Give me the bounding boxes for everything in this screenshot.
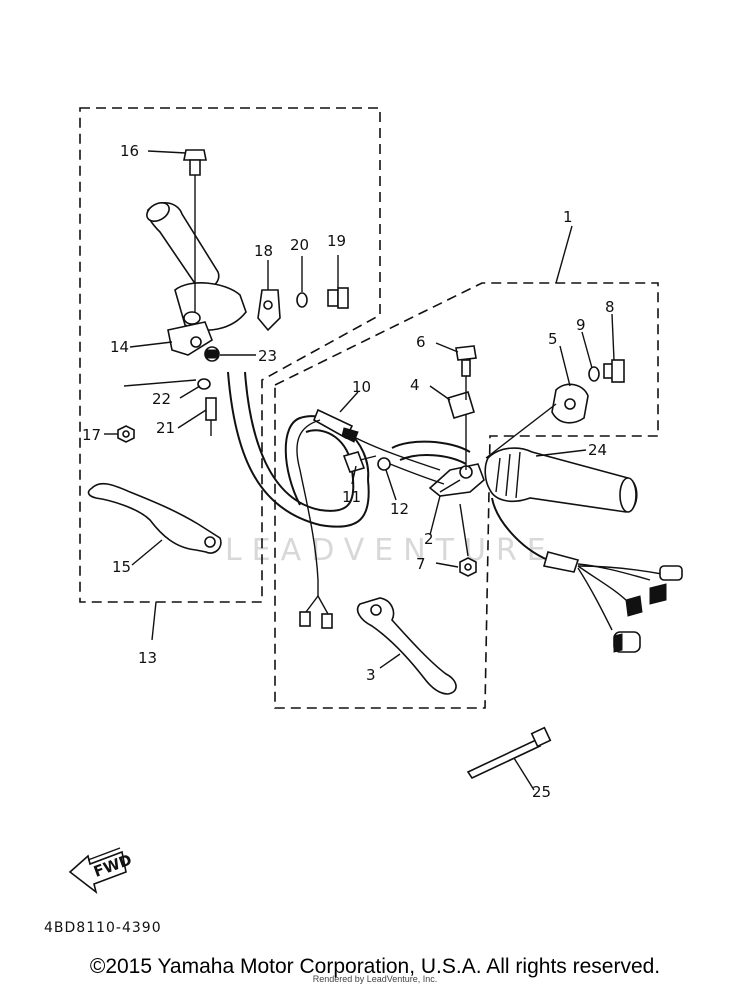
callout-13: 13 bbox=[138, 649, 157, 667]
callout-20: 20 bbox=[290, 236, 309, 254]
lever-3 bbox=[356, 597, 457, 695]
callout-23: 23 bbox=[258, 347, 277, 365]
callout-7: 7 bbox=[416, 555, 426, 573]
holder-18 bbox=[257, 289, 281, 332]
callout-10: 10 bbox=[352, 378, 371, 396]
fwd-arrow-icon: FWD bbox=[68, 847, 134, 895]
copyright-notice: ©2015 Yamaha Motor Corporation, U.S.A. A… bbox=[89, 955, 661, 978]
holder-5 bbox=[485, 383, 589, 459]
rendered-by-credit: Rendered by LeadVenture, Inc. bbox=[312, 974, 438, 984]
watermark-text: LEADVENTURE bbox=[225, 533, 556, 568]
lever-bracket bbox=[167, 282, 247, 356]
washer-9 bbox=[588, 366, 600, 382]
callout-6: 6 bbox=[416, 333, 426, 351]
callout-25: 25 bbox=[532, 783, 551, 801]
callout-3: 3 bbox=[366, 666, 376, 684]
callout-24: 24 bbox=[588, 441, 607, 459]
callout-11: 11 bbox=[342, 488, 361, 506]
callout-19: 19 bbox=[327, 232, 346, 250]
nut-7 bbox=[459, 503, 477, 577]
callout-16: 16 bbox=[120, 142, 139, 160]
callout-1: 1 bbox=[563, 208, 573, 226]
left-grip bbox=[146, 202, 220, 290]
bracket-link bbox=[389, 463, 445, 485]
callout-4: 4 bbox=[410, 376, 420, 394]
nut-17 bbox=[117, 425, 135, 443]
callout-9: 9 bbox=[576, 316, 586, 334]
group-box-13 bbox=[79, 107, 381, 603]
callout-8: 8 bbox=[605, 298, 615, 316]
throttle-wiring bbox=[491, 497, 683, 653]
diagram-code: 4BD8110-4390 bbox=[44, 920, 162, 936]
clamp-4 bbox=[447, 376, 475, 470]
callout-labels: 1 2 3 4 5 6 7 8 9 10 11 12 13 14 15 16 1… bbox=[82, 142, 615, 801]
callout-18: 18 bbox=[254, 242, 273, 260]
callout-14: 14 bbox=[110, 338, 129, 356]
callout-5: 5 bbox=[548, 330, 558, 348]
right-handlebar bbox=[391, 440, 471, 465]
bolt-16 bbox=[183, 149, 207, 312]
bolt-21 bbox=[205, 397, 217, 436]
group-box-1 bbox=[274, 282, 659, 709]
callout-21: 21 bbox=[156, 419, 175, 437]
leader-lines bbox=[104, 150, 615, 791]
bolt-6 bbox=[455, 345, 477, 377]
switch-23 bbox=[204, 346, 220, 362]
throttle-grip-24 bbox=[484, 447, 638, 513]
callout-12: 12 bbox=[390, 500, 409, 518]
callout-17: 17 bbox=[82, 426, 101, 444]
handlebar bbox=[227, 371, 370, 528]
cable-tie-25 bbox=[466, 726, 552, 780]
screw-8 bbox=[603, 359, 625, 383]
washer-20 bbox=[296, 292, 308, 308]
brake-switch-10 bbox=[296, 408, 441, 581]
callout-22: 22 bbox=[152, 390, 171, 408]
callout-2: 2 bbox=[424, 530, 434, 548]
brake-wiring bbox=[299, 580, 333, 629]
bolt-11 bbox=[342, 451, 377, 473]
lever-15 bbox=[87, 482, 222, 554]
callout-15: 15 bbox=[112, 558, 131, 576]
nut-22 bbox=[197, 378, 211, 390]
bolt-19 bbox=[327, 287, 349, 309]
washer-12 bbox=[377, 457, 391, 471]
right-lever-bracket bbox=[428, 463, 485, 497]
